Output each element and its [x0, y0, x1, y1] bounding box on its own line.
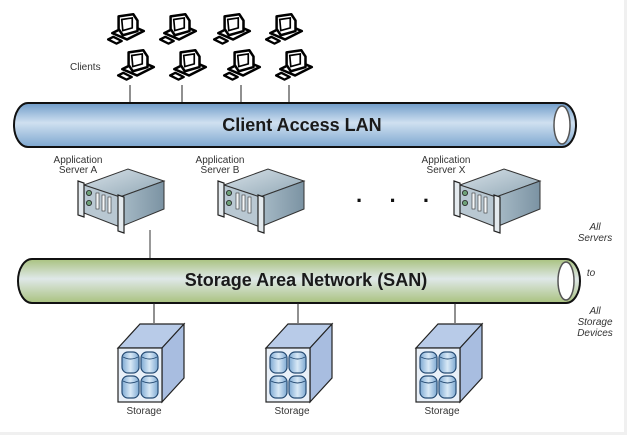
- client-computer-icon: [222, 48, 262, 81]
- client-computer-icon: [264, 12, 304, 45]
- storage-label: Storage: [274, 406, 310, 417]
- lan-label: Client Access LAN: [222, 115, 382, 135]
- san-label: Storage Area Network (SAN): [184, 270, 428, 290]
- server-a-label-line2: Server A: [58, 165, 98, 176]
- side-note-bottom-line2: Storage: [577, 317, 613, 328]
- side-note-top-line2: Servers: [577, 233, 613, 244]
- side-note-bottom: All Storage Devices: [570, 306, 620, 339]
- side-note-middle: to: [586, 268, 596, 279]
- server-a-label-line1: Application: [53, 155, 103, 166]
- side-note-bottom-line3: Devices: [577, 328, 613, 339]
- storage-device-icon: [265, 323, 333, 403]
- client-computer-icon: [158, 12, 198, 45]
- server-b-label: Application Server B: [182, 156, 258, 176]
- side-note-top: All Servers: [570, 222, 620, 244]
- more-servers-ellipsis: · · ·: [356, 188, 441, 213]
- clients-group: [106, 12, 314, 81]
- client-computer-icon: [274, 48, 314, 81]
- server-x-label-line2: Server X: [426, 165, 466, 176]
- storage-device-icon: [415, 323, 483, 403]
- server-icon-a: [77, 168, 165, 234]
- servers-group: [77, 168, 541, 234]
- server-x-label: Application Server X: [408, 156, 484, 176]
- side-note-bottom-line1: All: [589, 306, 601, 317]
- san-pipe: [17, 258, 581, 304]
- server-a-label: Application Server A: [40, 156, 116, 176]
- server-x-label-line1: Application: [421, 155, 471, 166]
- server-b-label-line1: Application: [195, 155, 245, 166]
- storage-device-icon: [117, 323, 185, 403]
- storage-label: Storage: [424, 406, 460, 417]
- client-computer-icon: [212, 12, 252, 45]
- storage-label: Storage: [126, 406, 162, 417]
- server-icon-b: [217, 168, 305, 234]
- client-connectors: [129, 85, 290, 103]
- clients-label: Clients: [70, 62, 101, 73]
- client-computer-icon: [106, 12, 146, 45]
- client-computer-icon: [116, 48, 156, 81]
- storage-connectors: [153, 303, 456, 323]
- storage-group: [117, 323, 483, 403]
- lan-pipe: [13, 102, 577, 148]
- server-b-label-line2: Server B: [200, 165, 240, 176]
- server-icon-x: [453, 168, 541, 234]
- client-computer-icon: [168, 48, 208, 81]
- side-note-top-line1: All: [589, 222, 601, 233]
